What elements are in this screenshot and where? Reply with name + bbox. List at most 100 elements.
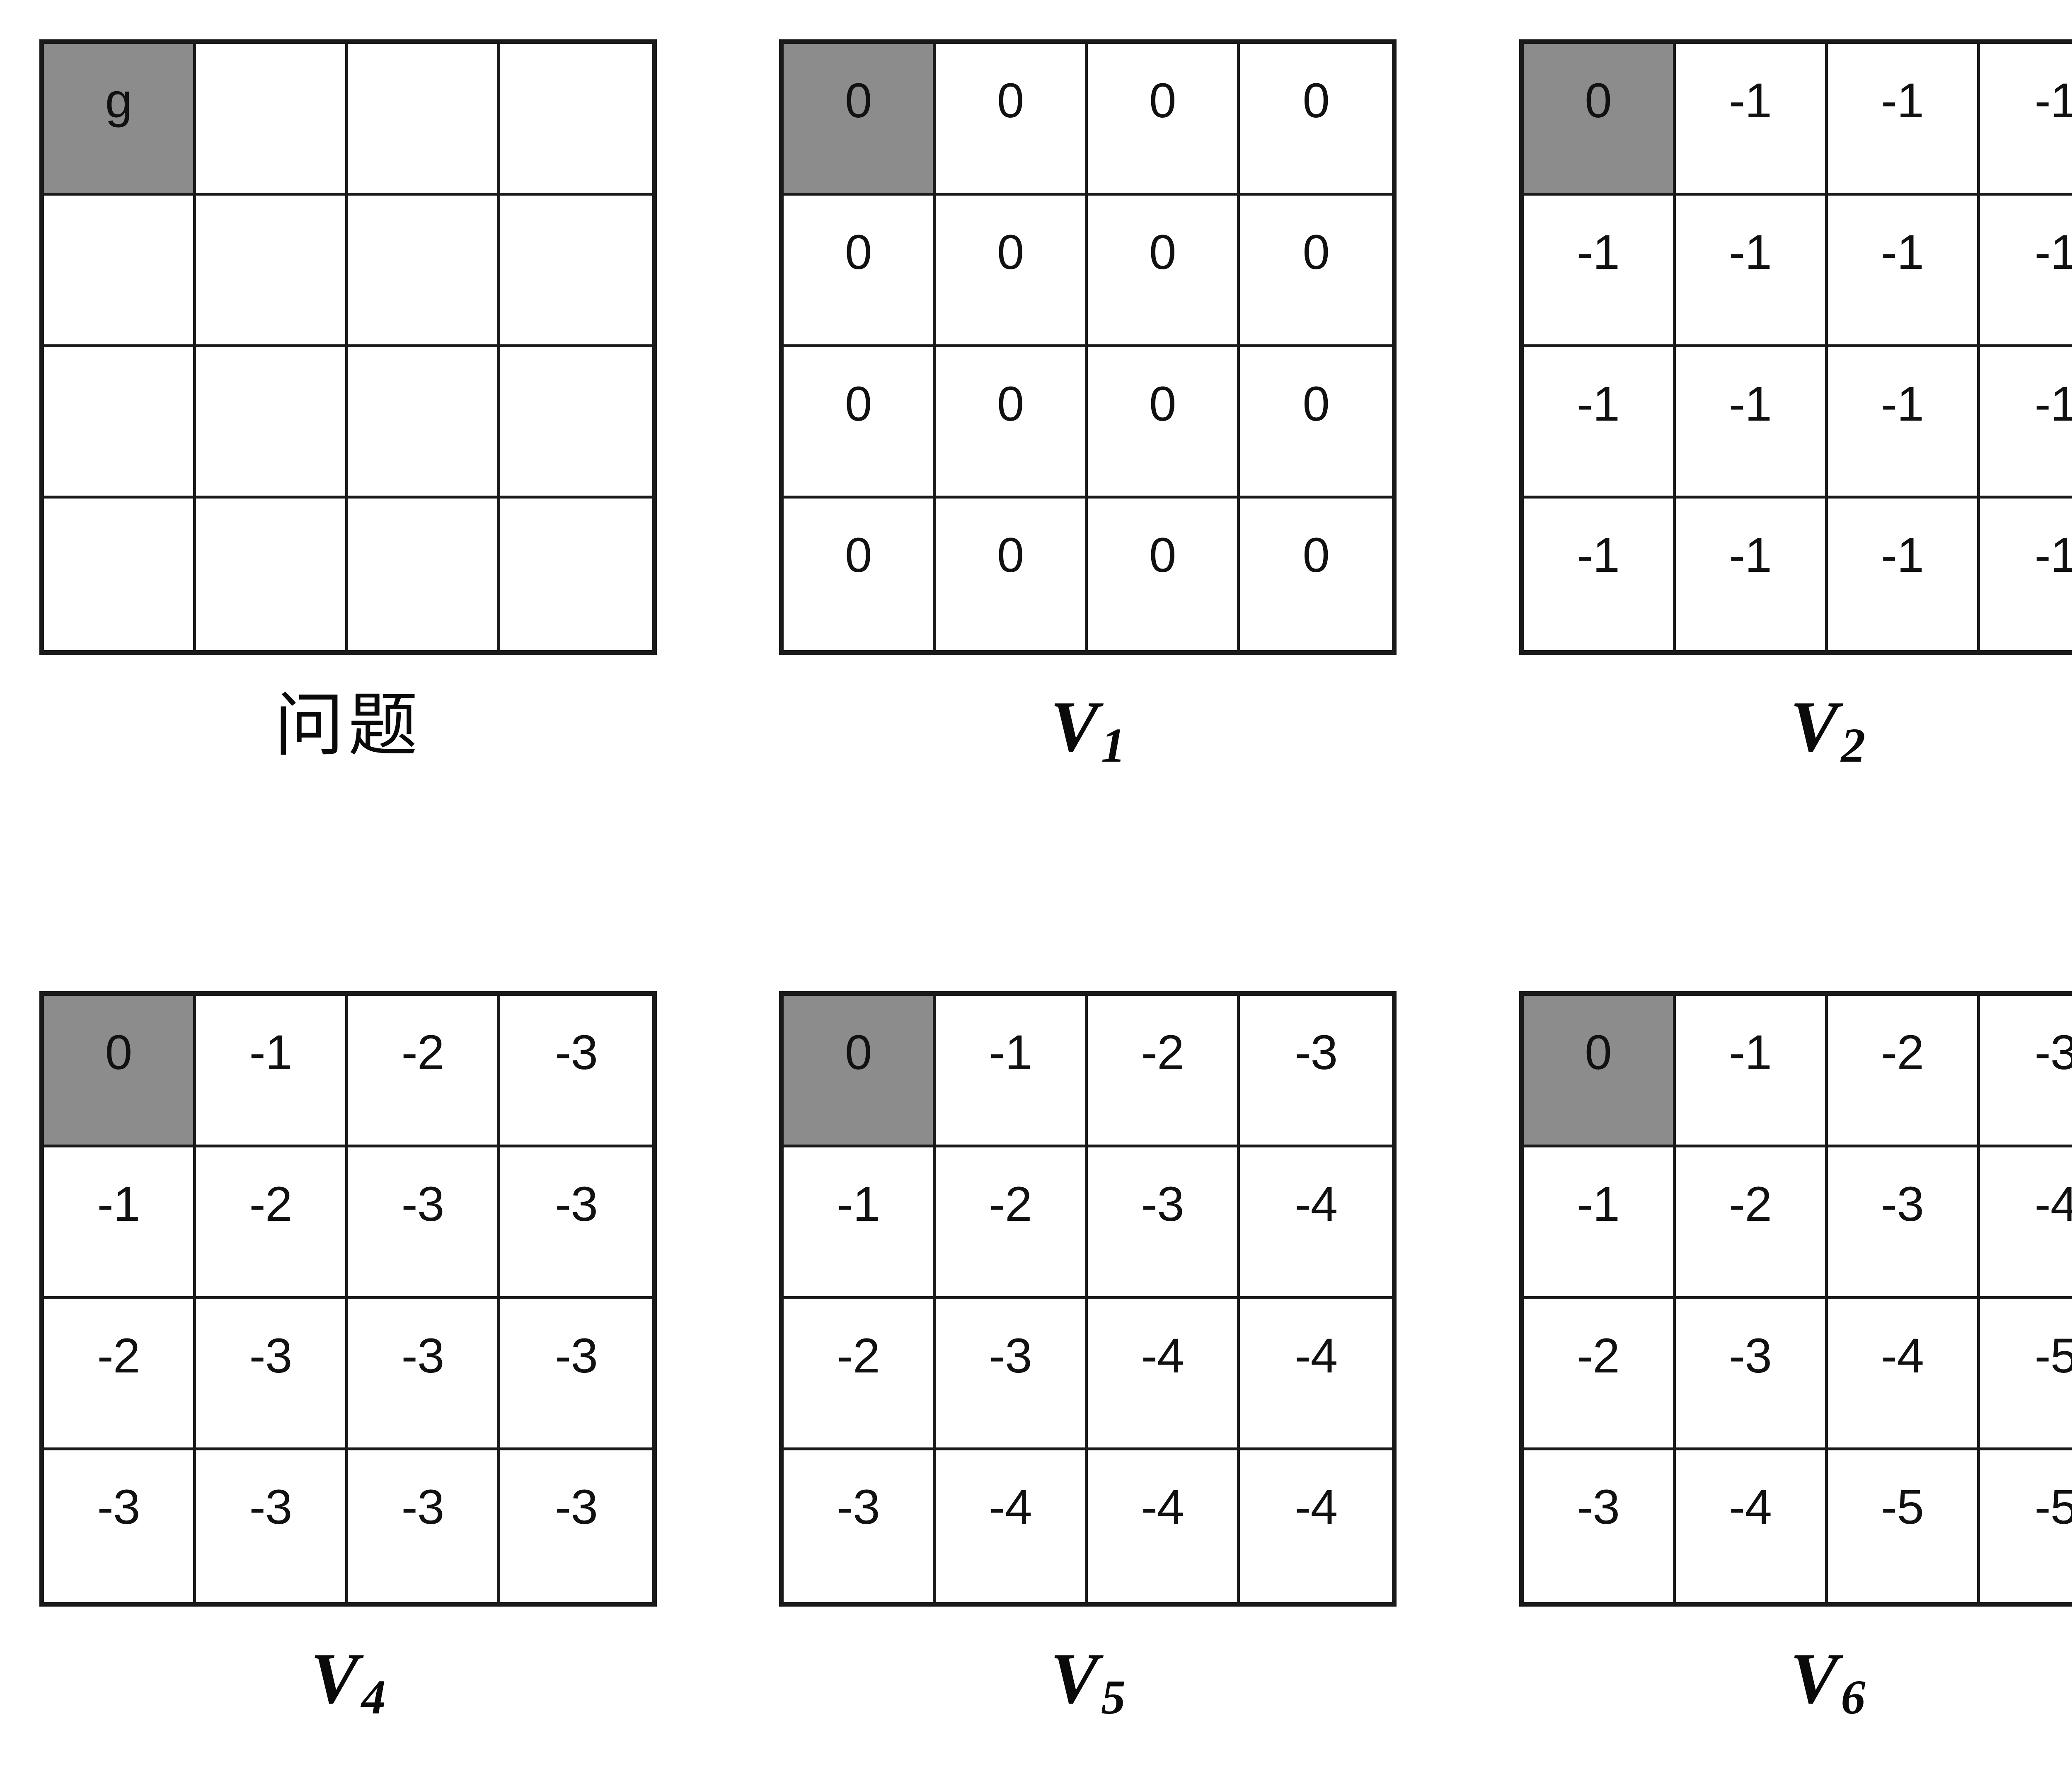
grid-cell: -1 — [1523, 1147, 1676, 1299]
grid-cell: 0 — [44, 996, 196, 1147]
caption-v5: V5 — [779, 1642, 1397, 1722]
grid-cell — [348, 499, 500, 650]
panel-v5: 0-1-2-3-1-2-3-4-2-3-4-4-3-4-4-4 V5 — [765, 991, 1504, 1722]
grid-cell: -3 — [500, 1299, 652, 1451]
grid-cell: -3 — [348, 1450, 500, 1602]
grid-cell — [500, 499, 652, 650]
grid-cell: -4 — [1240, 1299, 1392, 1451]
caption-subscript: 5 — [1101, 1670, 1126, 1724]
grid-cell: -3 — [936, 1299, 1088, 1451]
grid-cell — [44, 195, 196, 347]
grid-cell: -3 — [1980, 996, 2072, 1147]
grid-cell: 0 — [784, 996, 936, 1147]
grid-cell: -1 — [784, 1147, 936, 1299]
panel-v2: 0-1-1-1-1-1-1-1-1-1-1-1-1-1-1-1 V2 — [1505, 39, 2072, 770]
grid-cell: -1 — [1828, 347, 1980, 499]
grid-cell: -1 — [1523, 347, 1676, 499]
grid-cell: -1 — [1523, 195, 1676, 347]
grid-cell: -2 — [1088, 996, 1240, 1147]
grid-cell: -3 — [500, 1450, 652, 1602]
grid-cell: -1 — [44, 1147, 196, 1299]
grid-cell: -1 — [1980, 499, 2072, 650]
grid-cell — [500, 347, 652, 499]
grid-v4: 0-1-2-3-1-2-3-3-2-3-3-3-3-3-3-3 — [39, 991, 657, 1607]
caption-v2: V2 — [1519, 690, 2072, 770]
grid-cell: -5 — [1828, 1450, 1980, 1602]
grid-cell: -3 — [196, 1299, 348, 1451]
grid-cell: -5 — [1980, 1450, 2072, 1602]
grid-cell: -4 — [1675, 1450, 1828, 1602]
grid-cell: -3 — [1240, 996, 1392, 1147]
grid-cell: -2 — [1675, 1147, 1828, 1299]
grid-cell — [44, 499, 196, 650]
grid-cell: -1 — [1675, 44, 1828, 196]
grid-cell: 0 — [1240, 195, 1392, 347]
caption-problem: 问题 — [39, 690, 657, 760]
caption-text: V — [1790, 1638, 1839, 1718]
grid-cell: -1 — [1980, 195, 2072, 347]
grid-cell: 0 — [1088, 347, 1240, 499]
grid-cell: -4 — [1828, 1299, 1980, 1451]
grid-cell: -4 — [1240, 1450, 1392, 1602]
panel-row-bottom: 0-1-2-3-1-2-3-3-2-3-3-3-3-3-3-3 V4 0-1-2… — [0, 991, 2072, 1722]
grid-cell: 0 — [1523, 44, 1676, 196]
grid-cell: -1 — [1675, 499, 1828, 650]
caption-v4: V4 — [39, 1642, 657, 1722]
caption-text: V — [310, 1638, 359, 1718]
grid-cell: -2 — [44, 1299, 196, 1451]
grid-v2: 0-1-1-1-1-1-1-1-1-1-1-1-1-1-1-1 — [1519, 39, 2072, 655]
caption-subscript: 2 — [1841, 718, 1866, 772]
grid-cell: -4 — [1088, 1299, 1240, 1451]
grid-cell — [196, 195, 348, 347]
grid-cell — [348, 347, 500, 499]
grid-cell: -2 — [936, 1147, 1088, 1299]
grid-cell: 0 — [784, 347, 936, 499]
grid-cell — [348, 44, 500, 196]
caption-text: V — [1790, 686, 1839, 767]
grid-cell — [196, 44, 348, 196]
caption-subscript: 1 — [1101, 718, 1126, 772]
grid-cell: -1 — [196, 996, 348, 1147]
grid-cell: -1 — [1980, 44, 2072, 196]
caption-v6: V6 — [1519, 1642, 2072, 1722]
grid-cell: 0 — [936, 347, 1088, 499]
grid-cell: -1 — [1675, 195, 1828, 347]
grid-cell: g — [44, 44, 196, 196]
grid-cell: 0 — [936, 195, 1088, 347]
grid-cell: -1 — [936, 996, 1088, 1147]
grid-cell: -2 — [196, 1147, 348, 1299]
grid-cell: -3 — [1675, 1299, 1828, 1451]
grid-cell — [196, 499, 348, 650]
grid-cell: -2 — [1523, 1299, 1676, 1451]
grid-cell: -4 — [936, 1450, 1088, 1602]
grid-cell: -3 — [348, 1147, 500, 1299]
grid-cell: 0 — [1240, 499, 1392, 650]
grid-cell — [500, 195, 652, 347]
grid-cell: -5 — [1980, 1299, 2072, 1451]
grid-cell: -1 — [1828, 499, 1980, 650]
grid-cell: -1 — [1828, 44, 1980, 196]
grid-cell: -4 — [1980, 1147, 2072, 1299]
grid-cell: 0 — [784, 44, 936, 196]
caption-text: V — [1050, 1638, 1099, 1718]
grid-cell: -3 — [44, 1450, 196, 1602]
caption-subscript: 4 — [361, 1670, 386, 1724]
grid-cell: -2 — [348, 996, 500, 1147]
grid-cell: -4 — [1240, 1147, 1392, 1299]
grid-v5: 0-1-2-3-1-2-3-4-2-3-4-4-3-4-4-4 — [779, 991, 1397, 1607]
caption-subscript: 6 — [1841, 1670, 1866, 1724]
grid-cell: 0 — [1240, 44, 1392, 196]
grid-problem: g — [39, 39, 657, 655]
grid-cell: 0 — [784, 195, 936, 347]
grid-cell: -3 — [348, 1299, 500, 1451]
grid-cell — [348, 195, 500, 347]
grid-cell — [500, 44, 652, 196]
grid-cell: -3 — [196, 1450, 348, 1602]
grid-cell: 0 — [784, 499, 936, 650]
grid-cell: -3 — [1523, 1450, 1676, 1602]
grid-cell: 0 — [936, 44, 1088, 196]
grid-cell: -4 — [1088, 1450, 1240, 1602]
